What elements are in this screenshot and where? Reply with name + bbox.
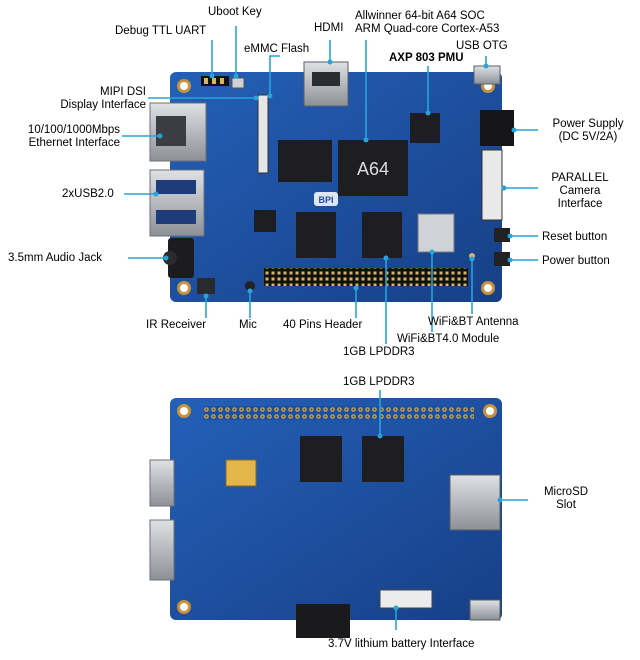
hdmi-port: [303, 61, 349, 107]
label-reset-button: Reset button: [542, 231, 608, 243]
bottom-board: [149, 398, 502, 638]
top-board: A64 BPI: [149, 61, 514, 302]
label-parallel-line2: Camera: [559, 185, 601, 197]
usb-ports: [149, 169, 205, 237]
lpddr3-back-2: [362, 436, 404, 482]
label-40-pins-header: 40 Pins Header: [283, 319, 363, 331]
label-wifi-module: WiFi&BT4.0 Module: [397, 333, 500, 345]
label-axp-pmu: AXP 803 PMU: [389, 52, 464, 64]
audio-jack: [168, 238, 194, 278]
emmc-chip: [278, 140, 332, 182]
label-parallel-line3: Interface: [557, 198, 603, 210]
soc-marking: A64: [357, 159, 389, 179]
label-debug-ttl-uart: Debug TTL UART: [115, 25, 207, 37]
label-power-supply: Power Supply (DC 5V/2A): [540, 118, 636, 144]
label-parallel-camera: PARALLEL Camera Interface: [540, 172, 620, 211]
small-ic: [254, 210, 276, 232]
label-audio-jack: 3.5mm Audio Jack: [8, 252, 102, 264]
uboot-key: [231, 77, 245, 89]
label-mipi-line2: Display Interface: [60, 99, 146, 111]
label-ethernet-line1: 10/100/1000Mbps: [27, 124, 120, 136]
label-hdmi: HDMI: [314, 22, 344, 34]
pin-header-back: [204, 406, 474, 420]
battery-connector: [379, 589, 433, 609]
label-usb2: 2xUSB2.0: [62, 188, 114, 200]
capacitor: [225, 459, 257, 487]
wifi-module: [417, 213, 455, 253]
logo-text: BPI: [318, 195, 333, 205]
a64-soc: [338, 140, 408, 196]
mic-part: [245, 281, 255, 291]
label-mic: Mic: [239, 319, 257, 331]
label-uboot-key: Uboot Key: [208, 6, 262, 18]
usb-otg-port: [473, 65, 501, 85]
label-microsd-slot: MicroSD Slot: [526, 486, 606, 512]
power-button-part: [494, 252, 510, 266]
label-mipi-dsi: MIPI DSI Display Interface: [52, 86, 146, 112]
lpddr3-back-1: [300, 436, 342, 482]
label-lpddr3-bottom: 1GB LPDDR3: [343, 376, 415, 388]
bottom-jack: [296, 604, 350, 638]
bottom-pcb: [170, 398, 502, 620]
microsd-slot: [449, 474, 501, 531]
label-power-button: Power button: [542, 255, 610, 267]
reset-button-part: [494, 228, 510, 242]
debug-uart-header: [201, 76, 229, 86]
label-battery-interface: 3.7V lithium battery Interface: [328, 638, 475, 650]
label-usb-otg: USB OTG: [456, 40, 508, 52]
label-emmc-flash: eMMC Flash: [244, 43, 310, 55]
label-ir-receiver: IR Receiver: [146, 319, 207, 331]
mipi-dsi-connector: [257, 94, 269, 174]
usb-edge-back: [149, 459, 175, 507]
label-lpddr3-top: 1GB LPDDR3: [343, 346, 415, 358]
bpi-logo: [314, 192, 338, 206]
bottom-usb-otg: [469, 599, 501, 621]
ethernet-edge-back: [149, 519, 175, 581]
label-ethernet: 10/100/1000Mbps Ethernet Interface: [4, 124, 120, 150]
label-wifi-antenna: WiFi&BT Antenna: [428, 316, 519, 328]
label-power-supply-line1: Power Supply: [552, 118, 624, 130]
lpddr3-chip-1: [296, 212, 336, 258]
label-microsd-line2: Slot: [556, 499, 576, 511]
label-ethernet-line2: Ethernet Interface: [28, 137, 120, 149]
ir-receiver-part: [197, 278, 215, 294]
power-jack: [480, 110, 514, 146]
camera-connector: [481, 149, 503, 221]
axp-pmu-chip: [410, 113, 440, 143]
label-microsd-line1: MicroSD: [543, 486, 589, 498]
label-power-supply-line2: (DC 5V/2A): [558, 131, 618, 143]
label-parallel-line1: PARALLEL: [551, 172, 609, 184]
pin-header-40: [264, 268, 468, 286]
label-soc-line1: Allwinner 64-bit A64 SOC: [355, 10, 485, 22]
label-soc-line2: ARM Quad-core Cortex-A53: [355, 23, 500, 35]
lpddr3-chip-2: [362, 212, 402, 258]
label-mipi-line1: MIPI DSI: [99, 86, 146, 98]
callout-dots: [153, 59, 517, 611]
